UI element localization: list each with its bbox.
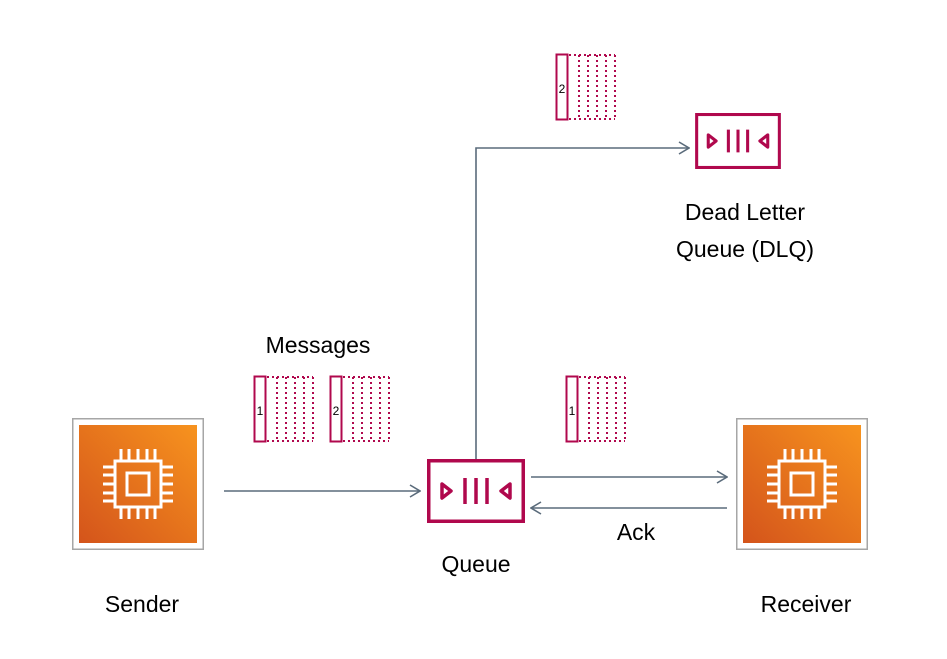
ack-label: Ack bbox=[617, 519, 656, 545]
dlq-node: Dead Letter Queue (DLQ) bbox=[676, 113, 814, 262]
connectors bbox=[224, 148, 727, 508]
message-number: 2 bbox=[559, 82, 566, 96]
messages-title: Messages bbox=[266, 332, 371, 358]
dlq-label-line2: Queue (DLQ) bbox=[676, 236, 814, 262]
message-number: 1 bbox=[257, 404, 264, 418]
dlq-label-line1: Dead Letter bbox=[685, 199, 806, 225]
message-number: 1 bbox=[569, 404, 576, 418]
message-sender-2: 2 bbox=[329, 375, 390, 443]
message-number: 2 bbox=[333, 404, 340, 418]
receiver-label: Receiver bbox=[761, 591, 852, 617]
queue-label: Queue bbox=[441, 551, 510, 577]
chip-icon bbox=[72, 418, 204, 550]
edge-queue-to-dlq bbox=[475, 148, 689, 459]
message-to-dlq: 2 bbox=[555, 53, 616, 121]
queue-icon bbox=[695, 113, 781, 169]
message-to-receiver: 1 bbox=[565, 375, 626, 443]
queue-icon bbox=[427, 459, 525, 523]
message-sender-1: 1 bbox=[253, 375, 314, 443]
receiver-node: Receiver bbox=[736, 418, 868, 617]
sender-label: Sender bbox=[105, 591, 180, 617]
sender-node: Sender bbox=[72, 418, 204, 617]
queue-node: Queue bbox=[427, 459, 525, 577]
chip-icon bbox=[736, 418, 868, 550]
